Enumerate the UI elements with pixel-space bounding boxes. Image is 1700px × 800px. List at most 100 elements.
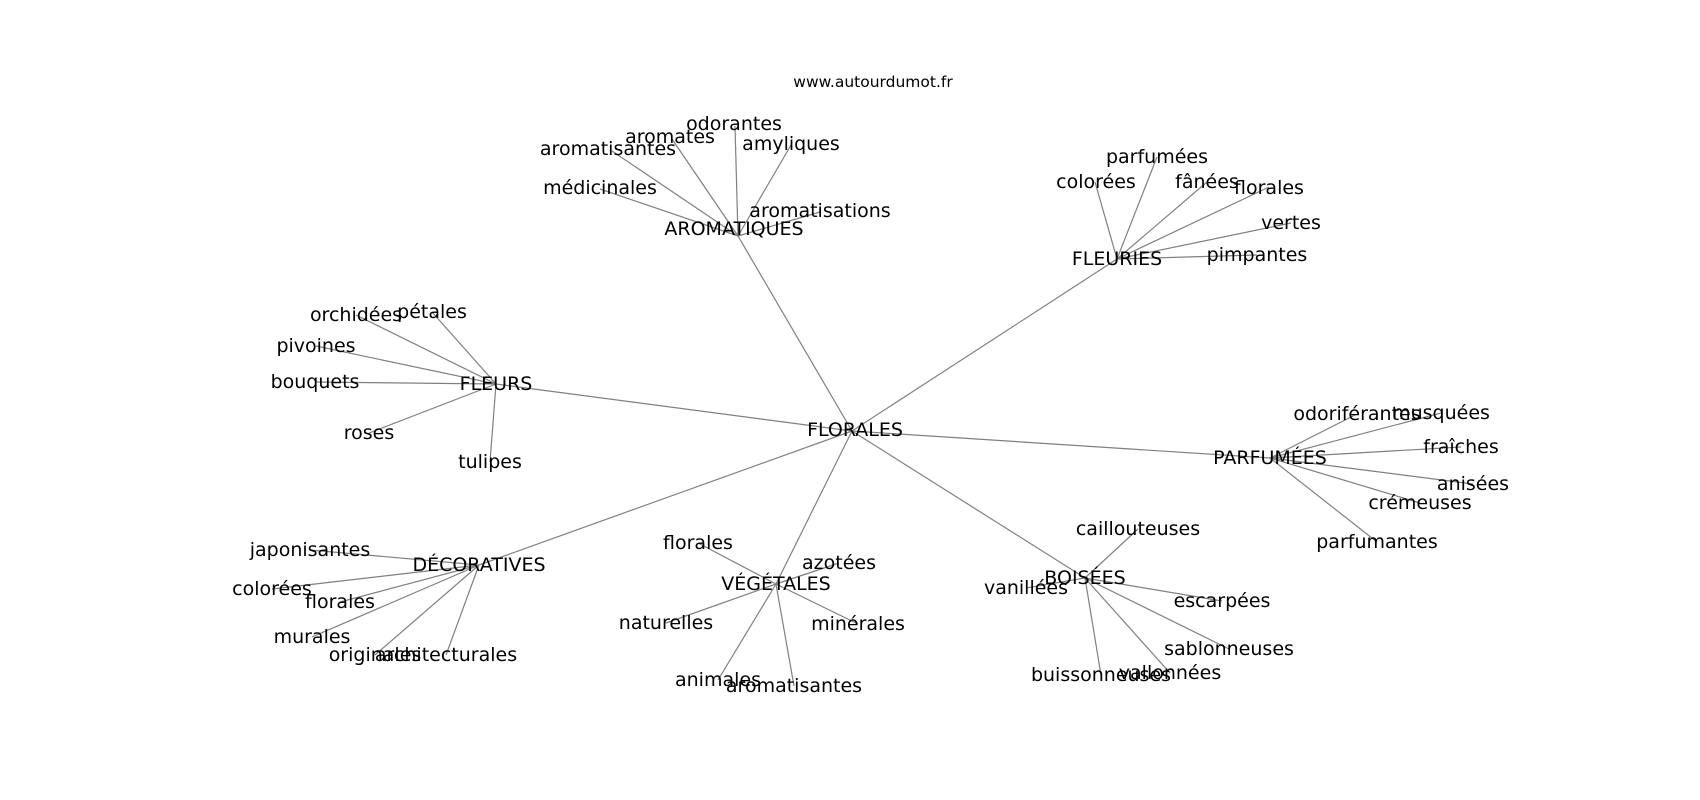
leaf-node-decoratives-japonisantes: japonisantes [249, 539, 371, 561]
leaf-node-aromatiques-aromates: aromates [625, 126, 715, 148]
edge-parfumees-odoriferantes [1269, 413, 1358, 459]
edge-root-fleurs [495, 383, 853, 432]
leaf-node-boisees-buissonneuses: buissonneuses [1031, 664, 1171, 686]
group-node-vegetales: VÉGÉTALES [721, 572, 831, 595]
edge-decoratives-japonisantes [309, 549, 480, 566]
edge-fleuries-florales [1116, 186, 1270, 260]
edge-boisees-buissonneuses [1084, 577, 1102, 676]
leaf-node-fleuries-fanees: fânées [1175, 171, 1239, 193]
leaf-node-fleurs-bouquets: bouquets [271, 371, 360, 393]
leaf-node-parfumees-parfumantes: parfumantes [1316, 531, 1437, 553]
edge-root-parfumees [851, 430, 1271, 459]
leaf-node-decoratives-colorees: colorées [232, 578, 312, 600]
leaf-node-parfumees-cremeuses: crémeuses [1368, 492, 1471, 514]
leaf-node-aromatiques-odorantes: odorantes [686, 113, 782, 135]
edge-decoratives-murales [311, 564, 480, 638]
edges-layer [271, 125, 1474, 687]
edge-decoratives-florales [339, 564, 480, 603]
leaf-node-vegetales-florales: florales [663, 532, 733, 554]
edge-root-vegetales [775, 430, 853, 585]
edge-root-fleuries [851, 258, 1118, 432]
leaf-node-parfumees-anisees: anisées [1437, 473, 1509, 495]
leaf-node-fleuries-florales: florales [1234, 177, 1304, 199]
root-node-label: FLORALES [807, 419, 903, 441]
leaf-node-decoratives-murales: murales [274, 626, 351, 648]
edge-aromatiques-aromatisantes [611, 150, 739, 237]
leaf-node-fleuries-parfumees: parfumées [1106, 146, 1208, 168]
leaf-node-aromatiques-aromatisantes: aromatisantes [540, 138, 676, 160]
leaf-node-decoratives-architecturales: architecturales [375, 644, 517, 666]
group-node-fleurs: FLEURS [460, 373, 533, 395]
leaf-node-fleurs-roses: roses [344, 422, 395, 444]
edge-fleurs-pivoines [315, 345, 497, 385]
edge-fleuries-fanees [1116, 181, 1208, 260]
edge-aromatiques-amyliques [737, 144, 792, 237]
leaf-node-vegetales-minerales: minérales [811, 613, 905, 635]
edge-aromatiques-aromates [671, 138, 739, 237]
leaf-node-parfumees-fraiches: fraîches [1423, 436, 1499, 458]
edge-vegetales-minerales [775, 583, 859, 625]
leaf-node-boisees-vallonnees: vallonnées [1119, 662, 1221, 684]
leaf-node-decoratives-originales: originales [329, 644, 422, 666]
edge-boisees-caillouteuses [1084, 528, 1139, 579]
edge-aromatiques-odorantes [734, 125, 739, 237]
edge-aromatiques-medicinales [599, 188, 739, 237]
leaf-node-vegetales-animales: animales [675, 669, 761, 691]
leaf-node-fleurs-tulipes: tulipes [458, 451, 522, 473]
edge-boisees-escarpees [1084, 577, 1223, 602]
leaf-node-boisees-vanillees: vanillées [984, 577, 1068, 599]
leaf-node-aromatiques-amyliques: amyliques [742, 133, 840, 155]
edge-root-aromatiques [737, 235, 853, 432]
leaf-node-fleuries-pimpantes: pimpantes [1207, 244, 1308, 266]
group-node-parfumees: PARFUMÉES [1213, 446, 1327, 469]
edge-parfumees-musquees [1269, 412, 1442, 459]
leaf-node-fleuries-colorees: colorées [1056, 171, 1136, 193]
leaf-node-aromatiques-aromatisations: aromatisations [749, 200, 890, 222]
leaf-node-parfumees-odoriferantes: odoriférantes [1293, 403, 1420, 425]
edge-parfumees-fraiches [1269, 446, 1462, 459]
leaf-node-boisees-sablonneuses: sablonneuses [1164, 638, 1294, 660]
group-node-boisees: BOISÉES [1044, 566, 1125, 589]
edge-decoratives-architecturales [445, 564, 480, 656]
group-node-decoratives: DÉCORATIVES [412, 553, 545, 576]
leaf-node-parfumees-musquees: musquées [1392, 402, 1490, 424]
edge-aromatiques-aromatisations [737, 211, 821, 237]
edge-fleurs-roses [368, 383, 497, 434]
edge-vegetales-azotees [775, 562, 840, 585]
group-node-aromatiques: AROMATIQUES [664, 218, 803, 240]
edge-fleurs-tulipes [489, 383, 497, 463]
leaf-node-fleuries-vertes: vertes [1261, 212, 1321, 234]
edge-boisees-vallonnees [1084, 577, 1171, 674]
leaf-node-fleurs-petales: pétales [397, 301, 467, 323]
leaf-node-fleurs-pivoines: pivoines [276, 335, 355, 357]
edge-parfumees-anisees [1269, 457, 1474, 485]
edge-fleuries-vertes [1116, 222, 1292, 260]
edge-fleuries-pimpantes [1116, 254, 1258, 260]
edge-fleurs-bouquets [314, 381, 497, 385]
edge-boisees-vanillees [1025, 577, 1086, 589]
edge-fleuries-parfumees [1116, 156, 1158, 260]
edge-vegetales-aromatisantes [775, 583, 795, 687]
source-url: www.autourdumot.fr [793, 73, 953, 91]
labels-layer: www.autourdumot.fr FLORALESAROMATIQUESar… [232, 73, 1509, 697]
edge-decoratives-originales [374, 564, 480, 656]
edge-decoratives-colorees [271, 564, 480, 590]
edge-parfumees-parfumantes [1269, 457, 1378, 543]
leaf-node-decoratives-florales: florales [305, 591, 375, 613]
edge-fleurs-orchidees [355, 314, 497, 385]
leaf-node-aromatiques-medicinales: médicinales [543, 177, 657, 199]
edge-fleuries-colorees [1094, 181, 1118, 260]
edge-vegetales-florales [697, 542, 777, 585]
group-node-fleuries: FLEURIES [1072, 248, 1162, 270]
leaf-node-fleurs-orchidees: orchidées [310, 304, 402, 326]
edge-parfumees-cremeuses [1269, 457, 1421, 504]
leaf-node-vegetales-azotees: azotées [802, 552, 876, 574]
edge-root-boisees [851, 430, 1086, 579]
edge-vegetales-animales [717, 583, 777, 681]
leaf-node-boisees-caillouteuses: caillouteuses [1076, 518, 1200, 540]
edge-vegetales-naturelles [665, 583, 777, 624]
leaf-node-boisees-escarpees: escarpées [1174, 590, 1271, 612]
leaf-node-vegetales-aromatisantes: aromatisantes [726, 675, 862, 697]
edge-root-decoratives [478, 430, 853, 566]
